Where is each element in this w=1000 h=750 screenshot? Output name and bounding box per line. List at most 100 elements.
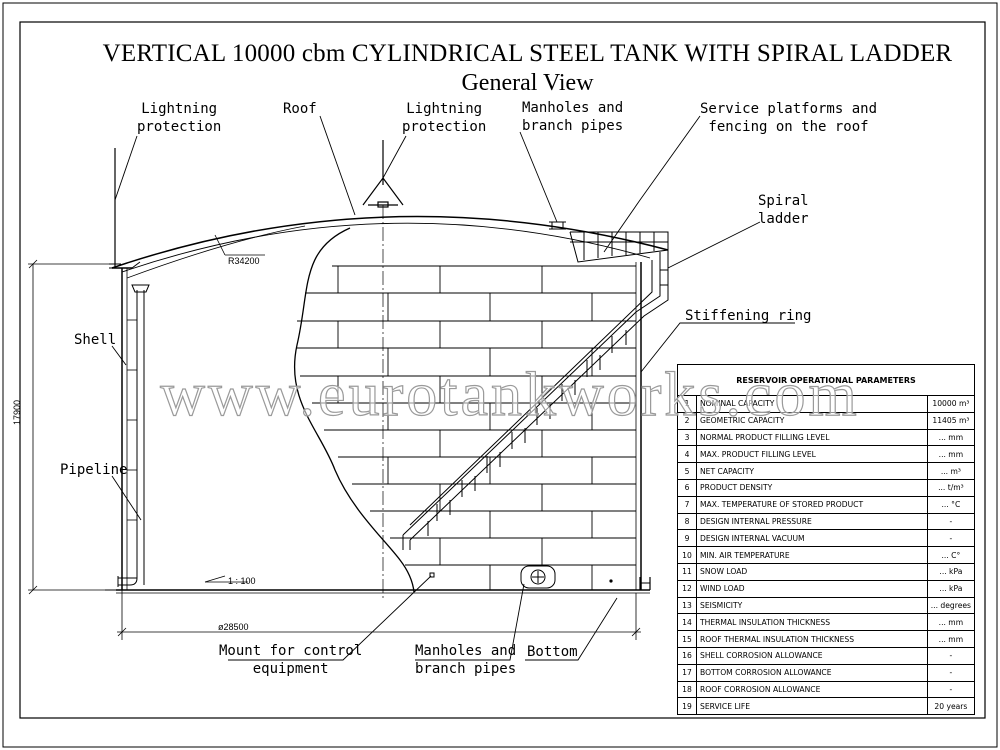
row-name: DESIGN INTERNAL VACUUM [696, 529, 928, 548]
label-manholes-top: Manholes and branch pipes [522, 100, 624, 134]
shell-manhole [520, 565, 556, 589]
row-name: SEISMICITY [696, 596, 928, 615]
row-value: - [926, 529, 976, 548]
row-name: MAX. TEMPERATURE OF STORED PRODUCT [696, 495, 928, 514]
row-name: NORMAL PRODUCT FILLING LEVEL [696, 428, 928, 447]
row-value: ... degrees [926, 596, 976, 615]
row-value: ... °C [926, 495, 976, 514]
lightning-rod-center [362, 140, 404, 208]
row-value: 20 years [926, 697, 976, 716]
spiral-ladder [402, 250, 669, 550]
row-value: ... kPa [926, 562, 976, 581]
row-value: - [926, 663, 976, 682]
inner-frame [19, 21, 986, 719]
row-name: MAX. PRODUCT FILLING LEVEL [696, 445, 928, 464]
row-name: SHELL CORROSION ALLOWANCE [696, 646, 928, 665]
row-number: 14 [677, 613, 697, 632]
dim-roof-radius: R34200 [228, 256, 260, 266]
row-number: 3 [677, 428, 697, 447]
row-name: MIN. AIR TEMPERATURE [696, 546, 928, 564]
label-manholes-bottom: Manholes and branch pipes [415, 643, 517, 677]
row-value: - [926, 512, 976, 531]
parameters-table-header: RESERVOIR OPERATIONAL PARAMETERS [677, 364, 975, 396]
row-value: ... mm [926, 630, 976, 648]
row-number: 17 [677, 663, 697, 682]
row-value: ... mm [926, 613, 976, 632]
dim-slope: 1 : 100 [228, 576, 256, 586]
table-row: 9 DESIGN INTERNAL VACUUM- [677, 529, 976, 548]
row-value: ... m³ [926, 462, 976, 480]
row-number: 12 [677, 579, 697, 598]
row-number: 9 [677, 529, 697, 548]
dim-height: 17900 [12, 399, 22, 425]
cutaway-outline [293, 227, 415, 593]
dim-diameter: ø28500 [218, 622, 249, 632]
row-number: 8 [677, 512, 697, 531]
row-number: 19 [677, 697, 697, 716]
label-service-platforms: Service platforms and fencing on the roo… [700, 101, 878, 135]
label-lightning-protection-right: Lightning protection [402, 101, 487, 135]
row-value: ... mm [926, 428, 976, 447]
row-number: 10 [677, 546, 697, 564]
row-name: DESIGN INTERNAL PRESSURE [696, 512, 928, 531]
roof-service-platform [569, 231, 669, 263]
row-number: 7 [677, 495, 697, 514]
label-mount-control-equipment: Mount for control equipment [219, 643, 363, 677]
row-value: 10000 m³ [926, 395, 976, 413]
row-name: PRODUCT DENSITY [696, 478, 928, 497]
row-number: 5 [677, 462, 697, 480]
drawing-title: VERTICAL 10000 cbm CYLINDRICAL STEEL TAN… [102, 40, 953, 67]
row-number: 6 [677, 478, 697, 497]
label-spiral-ladder: Spiral ladder [758, 193, 809, 227]
row-name: ROOF CORROSION ALLOWANCE [696, 680, 928, 699]
label-stiffening-ring: Stiffening ring [685, 308, 812, 324]
row-number: 4 [677, 445, 697, 464]
label-bottom: Bottom [527, 644, 578, 660]
label-pipeline: Pipeline [60, 462, 128, 478]
row-name: SNOW LOAD [696, 562, 928, 581]
table-row: 17 BOTTOM CORROSION ALLOWANCE- [677, 663, 976, 682]
pipeline [117, 284, 150, 587]
label-shell: Shell [74, 332, 117, 348]
row-name: WIND LOAD [696, 579, 928, 598]
leader-lines [111, 115, 795, 661]
row-number: 11 [677, 562, 697, 581]
row-value: ... C° [926, 546, 976, 564]
row-number: 18 [677, 680, 697, 699]
row-value: - [926, 646, 976, 665]
row-name: SERVICE LIFE [696, 697, 928, 716]
row-value: ... kPa [926, 579, 976, 598]
watermark: www.eurotankworks.com [160, 360, 860, 429]
row-value: - [926, 680, 976, 699]
control-mount [429, 572, 435, 578]
label-roof: Roof [283, 101, 317, 117]
row-number: 15 [677, 630, 697, 648]
row-number: 16 [677, 646, 697, 665]
row-value: ... mm [926, 445, 976, 464]
row-name: ROOF THERMAL INSULATION THICKNESS [696, 630, 928, 648]
row-name: BOTTOM CORROSION ALLOWANCE [696, 663, 928, 682]
roof-branch-pipe [549, 221, 566, 230]
dimension-lines [28, 234, 641, 640]
row-number: 13 [677, 596, 697, 615]
row-name: THERMAL INSULATION THICKNESS [696, 613, 928, 632]
row-value: ... t/m³ [926, 478, 976, 497]
